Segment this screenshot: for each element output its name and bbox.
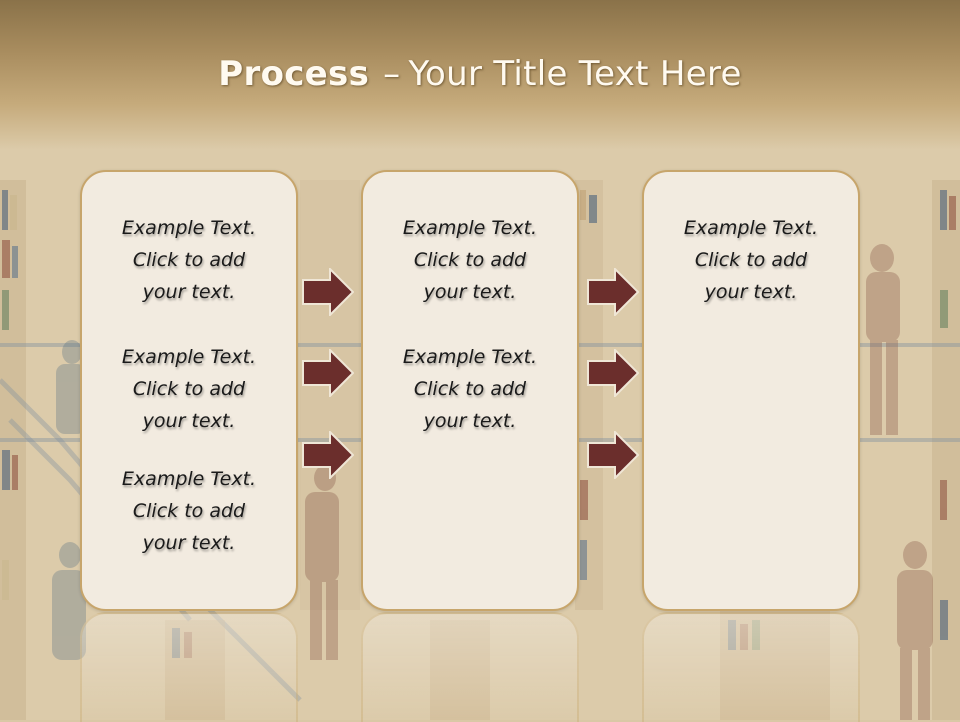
process-box-2[interactable]: Example Text. Click to add your text. Ex… xyxy=(361,170,579,611)
text-line: Example Text. xyxy=(121,217,257,239)
text-placeholder[interactable]: Example Text. Click to add your text. xyxy=(363,212,577,308)
right-arrow-icon xyxy=(302,349,354,397)
box-reflection xyxy=(642,612,860,722)
title-band xyxy=(0,0,960,150)
text-line: Example Text. xyxy=(683,217,819,239)
title-bold: Process xyxy=(218,54,370,94)
title-dash: – xyxy=(383,54,401,94)
right-arrow-icon xyxy=(587,431,639,479)
text-line: Example Text. xyxy=(402,217,538,239)
text-placeholder[interactable]: Example Text. Click to add your text. xyxy=(82,463,296,559)
process-box-1[interactable]: Example Text. Click to add your text. Ex… xyxy=(80,170,298,611)
text-line: Example Text. xyxy=(402,346,538,368)
title-rest: Your Title Text Here xyxy=(408,54,742,94)
text-line: your text. xyxy=(142,281,236,303)
text-line: your text. xyxy=(142,532,236,554)
right-arrow-icon xyxy=(302,431,354,479)
text-placeholder[interactable]: Example Text. Click to add your text. xyxy=(82,341,296,437)
right-arrow-icon xyxy=(587,349,639,397)
box-reflection xyxy=(80,612,298,722)
text-line: Example Text. xyxy=(121,468,257,490)
text-line: Click to add xyxy=(694,249,808,271)
text-line: your text. xyxy=(142,410,236,432)
text-line: Click to add xyxy=(413,249,527,271)
slide-title[interactable]: Process–Your Title Text Here xyxy=(0,52,960,96)
text-line: Example Text. xyxy=(121,346,257,368)
box-reflection xyxy=(361,612,579,722)
text-line: your text. xyxy=(704,281,798,303)
process-box-3[interactable]: Example Text. Click to add your text. xyxy=(642,170,860,611)
text-placeholder[interactable]: Example Text. Click to add your text. xyxy=(644,212,858,308)
text-line: your text. xyxy=(423,410,517,432)
text-line: Click to add xyxy=(132,249,246,271)
text-placeholder[interactable]: Example Text. Click to add your text. xyxy=(82,212,296,308)
right-arrow-icon xyxy=(302,268,354,316)
text-line: Click to add xyxy=(132,378,246,400)
text-line: your text. xyxy=(423,281,517,303)
right-arrow-icon xyxy=(587,268,639,316)
text-line: Click to add xyxy=(413,378,527,400)
text-placeholder[interactable]: Example Text. Click to add your text. xyxy=(363,341,577,437)
text-line: Click to add xyxy=(132,500,246,522)
